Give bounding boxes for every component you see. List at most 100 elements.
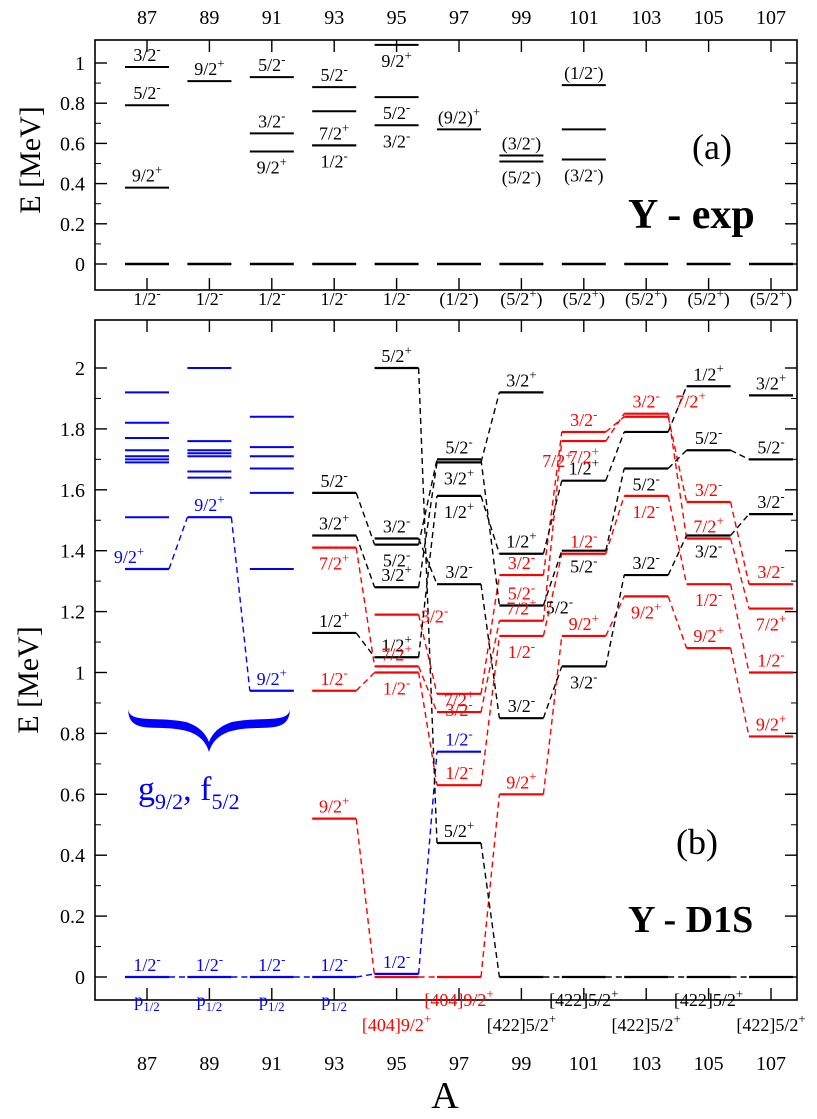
panel-a-x-label: 91 <box>262 7 282 29</box>
panel-b-level-label-blue: 1/2- <box>133 951 160 975</box>
panel-b-connector-red <box>480 574 501 694</box>
panel-b-ground-config: [422]5/2+ <box>674 986 743 1010</box>
panel-a-label: (a) <box>692 127 732 167</box>
panel-a-x-label: 97 <box>449 7 469 29</box>
panel-b-connector-red <box>605 596 625 637</box>
panel-b-ytick-label: 0 <box>75 967 85 989</box>
panel-b-connector-red <box>729 584 750 673</box>
panel-b-level-label-red: 3/2- <box>445 696 472 720</box>
panel-b-connector-black <box>480 459 501 606</box>
panel-a-ytick-label: 0.2 <box>60 214 85 236</box>
panel-b-ytick-label: 0.2 <box>60 906 85 928</box>
panel-a-level-label: (3/2-) <box>564 162 603 187</box>
panel-a-level-label: 3/2- <box>383 128 410 152</box>
panel-b-level-label-red: 3/2- <box>421 603 448 627</box>
panel-b-level-label-black: 5/2- <box>383 547 410 571</box>
panel-a-title: Y - exp <box>628 192 755 238</box>
panel-b-level-label-red: 1/2- <box>383 675 410 699</box>
panel-a-ground-label: 1/2- <box>258 285 285 309</box>
x-axis-title: A <box>431 1075 459 1117</box>
panel-b-connector-red <box>729 647 750 737</box>
panel-a-x-label: 87 <box>137 7 157 29</box>
panel-b-connector-red <box>667 596 688 649</box>
panel-b-x-label: 97 <box>449 1053 469 1075</box>
panel-a-frame <box>94 39 798 291</box>
panel-b-connector-red <box>355 547 376 667</box>
panel-b-level-label-black: 3/2- <box>633 550 660 574</box>
panel-b-connector-black <box>730 449 750 460</box>
panel-a-ytick-label: 0.6 <box>60 133 85 155</box>
panel-b-level-label-black: 3/2+ <box>506 367 536 391</box>
panel-b-x-label: 103 <box>631 1053 661 1075</box>
panel-b-ytick-label: 0.8 <box>60 723 85 745</box>
panel-b-connector-red <box>605 495 625 554</box>
panel-a-level-label: 3/2- <box>258 108 285 132</box>
panel-a-ground-label: (5/2+) <box>625 285 667 310</box>
panel-b-level-label-black: 3/2+ <box>444 465 474 489</box>
panel-b-connector-black <box>417 538 438 585</box>
panel-b-level-label-black: 3/2+ <box>319 510 349 534</box>
panel-a-ytick-label: 0.8 <box>60 93 85 115</box>
panel-b-level-label-black: 1/2+ <box>444 498 474 522</box>
panel-b-x-label: 91 <box>262 1053 282 1075</box>
panel-b-connector-red <box>355 672 376 692</box>
panel-b-level-label-black: 3/2+ <box>756 370 786 394</box>
panel-b-ground-config: p1/2 <box>197 990 223 1014</box>
panel-b-ground-config: [404]9/2+ <box>424 986 493 1010</box>
panel-a-ytick-label: 1 <box>75 53 85 75</box>
panel-b-level-label-black: 5/2- <box>633 471 660 495</box>
panel-b-level-label-red: 3/2- <box>757 559 784 583</box>
panel-b-connector-black <box>417 462 438 588</box>
panel-b-level-label-black: 5/2- <box>757 434 784 458</box>
panel-b-level-label-red: 9/2+ <box>319 793 349 817</box>
panel-b-ytick-label: 1.8 <box>60 419 85 441</box>
panel-b-connector-blue <box>230 517 251 691</box>
panel-b-level-label-black: 1/2+ <box>381 632 411 656</box>
panel-a-level-label: 5/2- <box>321 62 348 86</box>
panel-b-connector-black <box>667 449 688 469</box>
panel-b-level-label-black: 1/2+ <box>319 607 349 631</box>
panel-b-level-label-red: 7/2+ <box>381 641 411 665</box>
panel-b-level-label-black: 1/2+ <box>569 455 599 479</box>
panel-b-level-label-red: 7/2+ <box>675 388 705 412</box>
panel-b-connector-black <box>417 495 438 658</box>
panel-b-connector-red <box>667 413 688 539</box>
panel-b-connector-black <box>542 480 563 554</box>
panel-b-level-label-black: 1/2+ <box>506 528 536 552</box>
panel-a-level-label: (1/2-) <box>564 60 603 85</box>
panel-b-level-label-red: 3/2- <box>633 388 660 412</box>
panel-b-level-label-blue: 1/2- <box>383 948 410 972</box>
panel-a-x-label: 107 <box>756 7 786 29</box>
panel-b-level-label-red: 1/2- <box>633 498 660 522</box>
panel-b-x-label: 107 <box>756 1053 786 1075</box>
panel-b-ground-config: p1/2 <box>259 990 285 1014</box>
panel-a-x-label: 89 <box>199 7 219 29</box>
panel-b-level-label-red: 9/2+ <box>693 623 723 647</box>
panel-b-x-label: 93 <box>324 1053 344 1075</box>
panel-b-level-label-red: 7/2+ <box>542 448 572 472</box>
panel-a-level-label: (3/2-) <box>502 130 541 155</box>
panel-b-connector-red <box>542 431 563 576</box>
panel-b-level-label-blue: 1/2- <box>258 951 285 975</box>
panel-b-x-label: 105 <box>694 1053 724 1075</box>
panel-b-connector-red <box>417 672 438 786</box>
panel-b-level-label-red: 3/2- <box>695 476 722 500</box>
panel-b-level-label-black: 3/2- <box>695 538 722 562</box>
panel-b-level-label-red: 3/2- <box>570 406 597 430</box>
panel-b-level-label-red: 5/2- <box>508 580 535 604</box>
panel-b-connector-black <box>542 666 563 719</box>
panel-b-connector-blue <box>168 516 189 570</box>
panel-a-level-label: 5/2- <box>258 52 285 76</box>
panel-b-connector-red <box>542 635 563 795</box>
panel-a-ytick-label: 0.4 <box>60 174 85 196</box>
panel-a-level-label: 9/2+ <box>257 154 287 178</box>
panel-b-level-label-black: 1/2+ <box>693 361 723 385</box>
panel-a-level-label: 1/2- <box>321 148 348 172</box>
panel-b-connector-red <box>355 818 376 978</box>
panel-b-ground-config: [422]5/2+ <box>736 1011 805 1035</box>
panel-b-frame <box>94 319 798 1001</box>
panel-b-level-label-red: 7/2+ <box>569 444 599 468</box>
panel-b-x-label: 89 <box>199 1053 219 1075</box>
